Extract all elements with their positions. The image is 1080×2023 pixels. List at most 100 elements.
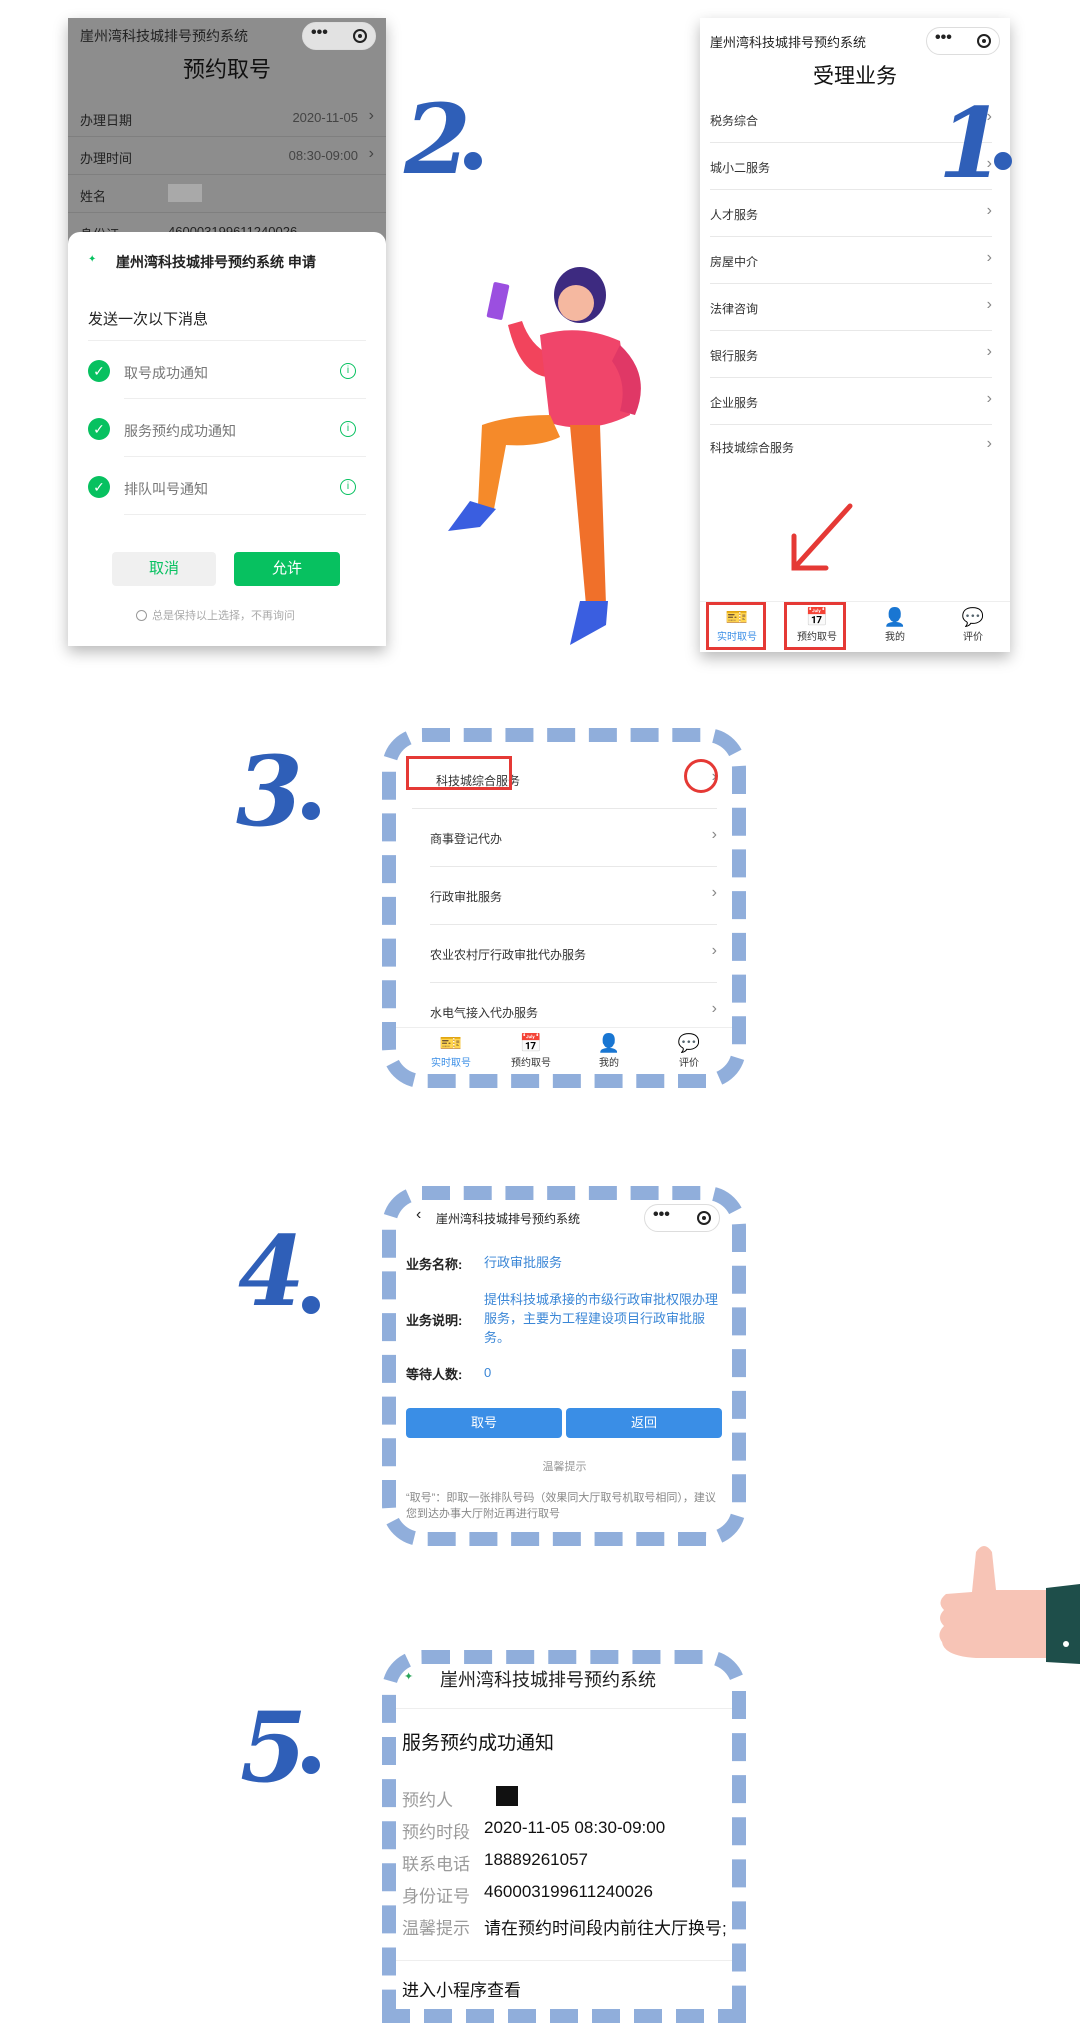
- service-item[interactable]: 农业农村厅行政审批代办服务›: [430, 924, 717, 983]
- service-label: 行政审批服务: [430, 890, 503, 904]
- divider: [124, 398, 366, 399]
- tab-appointment[interactable]: 📅预约取号: [782, 606, 852, 643]
- thumbs-up-hand: [939, 1546, 1080, 1664]
- check-icon[interactable]: ✓: [88, 476, 110, 498]
- tab-mine[interactable]: 👤我的: [574, 1032, 644, 1069]
- calendar-icon: 📅: [805, 607, 829, 627]
- cancel-button[interactable]: 取消: [112, 552, 216, 586]
- service-item[interactable]: 税务综合›: [710, 96, 992, 143]
- user-icon: 👤: [883, 607, 907, 627]
- tab-mine[interactable]: 👤我的: [860, 606, 930, 643]
- tab-bar: 🎫 实时取号 📅预约取号 👤我的 💬评价: [700, 601, 1010, 652]
- tab-appointment[interactable]: 📅预约取号: [496, 1032, 566, 1069]
- form-value: 08:30-09:00: [288, 148, 358, 163]
- service-item[interactable]: 城小二服务›: [710, 143, 992, 190]
- info-icon[interactable]: i: [340, 421, 356, 437]
- info-icon[interactable]: i: [340, 363, 356, 379]
- info-icon[interactable]: i: [340, 479, 356, 495]
- take-number-button[interactable]: 取号: [406, 1408, 562, 1438]
- app-title: 崖州湾科技城排号预约系统: [710, 35, 867, 50]
- tab-review[interactable]: 💬 评价: [654, 1032, 724, 1069]
- tab-label: 评价: [679, 1058, 699, 1069]
- dashed-frame: [382, 1650, 746, 2023]
- sheet-subtitle: 发送一次以下消息: [88, 311, 209, 328]
- form-row-date[interactable]: 办理日期 2020-11-05 ›: [68, 98, 386, 137]
- open-miniprogram-link[interactable]: 进入小程序查看: [402, 1981, 521, 2000]
- service-item[interactable]: 人才服务›: [710, 190, 992, 237]
- dashed-frame: [382, 728, 746, 1088]
- page-title: 受理业务: [813, 65, 897, 88]
- service-label: 科技城综合服务: [436, 774, 521, 788]
- service-item[interactable]: 科技城综合服务›: [710, 423, 992, 469]
- chevron-right-icon: ›: [711, 1000, 717, 1017]
- capsule-menu[interactable]: •••: [926, 27, 1000, 55]
- service-item[interactable]: 法律咨询›: [710, 284, 992, 331]
- tab-bar: 🎫实时取号 📅预约取号 👤我的 💬 评价: [392, 1027, 737, 1078]
- step-number: 3: [236, 735, 303, 848]
- subscribe-sheet: ✦ 崖州湾科技城排号预约系统 申请 发送一次以下消息 ✓ 取号成功通知 i ✓ …: [68, 232, 386, 646]
- tab-realtime[interactable]: 🎫实时取号: [416, 1032, 486, 1069]
- waiting-count: 0: [484, 1365, 492, 1380]
- arrow-down-left-icon: [791, 503, 853, 571]
- field-value: 18889261057: [484, 1850, 589, 1869]
- chevron-right-icon: ›: [711, 884, 717, 901]
- more-icon[interactable]: •••: [653, 1206, 670, 1223]
- form-row-time[interactable]: 办理时间 08:30-09:00 ›: [68, 136, 386, 175]
- service-item[interactable]: 水电气接入代办服务›: [430, 982, 717, 1040]
- check-icon[interactable]: ✓: [88, 418, 110, 440]
- allow-button[interactable]: 允许: [234, 552, 340, 586]
- highlight-box: [406, 756, 512, 790]
- service-item[interactable]: 房屋中介›: [710, 237, 992, 284]
- form-row-name[interactable]: 姓名: [68, 174, 386, 213]
- tab-label: 实时取号: [717, 632, 757, 643]
- field-label: 预约人: [402, 1791, 453, 1810]
- app-logo: ✦: [88, 254, 97, 265]
- back-button[interactable]: 返回: [566, 1408, 722, 1438]
- calendar-icon: 📅: [519, 1033, 543, 1053]
- dashed-frame: [382, 1186, 746, 1546]
- chevron-right-icon: ›: [986, 390, 992, 407]
- more-icon[interactable]: •••: [935, 29, 952, 46]
- chevron-right-icon: ›: [986, 296, 992, 313]
- tab-realtime[interactable]: 🎫 实时取号: [702, 606, 772, 643]
- remember-radio[interactable]: [136, 610, 147, 621]
- woman-illustration: [448, 267, 641, 645]
- service-item[interactable]: 银行服务›: [710, 331, 992, 378]
- field-label: 温馨提示: [402, 1919, 470, 1938]
- service-item[interactable]: 行政审批服务 ›: [430, 866, 717, 925]
- more-icon[interactable]: •••: [311, 24, 328, 41]
- name-blurred: [168, 184, 202, 202]
- field-label: 等待人数:: [406, 1367, 463, 1382]
- chevron-right-icon: ›: [711, 942, 717, 959]
- comment-icon: 💬: [677, 1033, 701, 1053]
- chevron-right-icon: ›: [986, 202, 992, 219]
- chevron-right-icon: ›: [368, 145, 374, 162]
- service-label: 科技城综合服务: [710, 441, 795, 455]
- step-dot: [464, 152, 482, 170]
- screen-step5: ✦ 崖州湾科技城排号预约系统 服务预约成功通知 预约人 预约时段 2020-11…: [392, 1646, 737, 2023]
- step-number: 4: [238, 1215, 305, 1328]
- step-dot: [994, 152, 1012, 170]
- chevron-right-icon: ›: [986, 343, 992, 360]
- capsule-menu[interactable]: •••: [302, 22, 376, 50]
- ticket-icon: 🎫: [725, 607, 749, 627]
- service-label: 税务综合: [710, 114, 759, 128]
- close-miniprogram-icon[interactable]: [977, 34, 991, 48]
- thumbs-up-illustration: [939, 1546, 1080, 1664]
- service-item[interactable]: 商事登记代办›: [430, 808, 717, 867]
- divider: [124, 456, 366, 457]
- chevron-right-icon: ›: [368, 107, 374, 124]
- service-item[interactable]: 企业服务›: [710, 378, 992, 425]
- divider: [88, 340, 366, 341]
- field-value: 460003199611240026: [484, 1882, 653, 1901]
- close-miniprogram-icon[interactable]: [353, 29, 367, 43]
- step-dot: [302, 802, 320, 820]
- check-icon[interactable]: ✓: [88, 360, 110, 382]
- form-label: 姓名: [80, 189, 107, 204]
- step-number: 2: [404, 83, 471, 196]
- tab-review[interactable]: 💬评价: [938, 606, 1008, 643]
- chevron-right-icon: ›: [711, 826, 717, 843]
- service-name-value: 行政审批服务: [484, 1255, 563, 1270]
- field-label: 联系电话: [402, 1855, 470, 1874]
- app-title: 崖州湾科技城排号预约系统: [440, 1670, 656, 1690]
